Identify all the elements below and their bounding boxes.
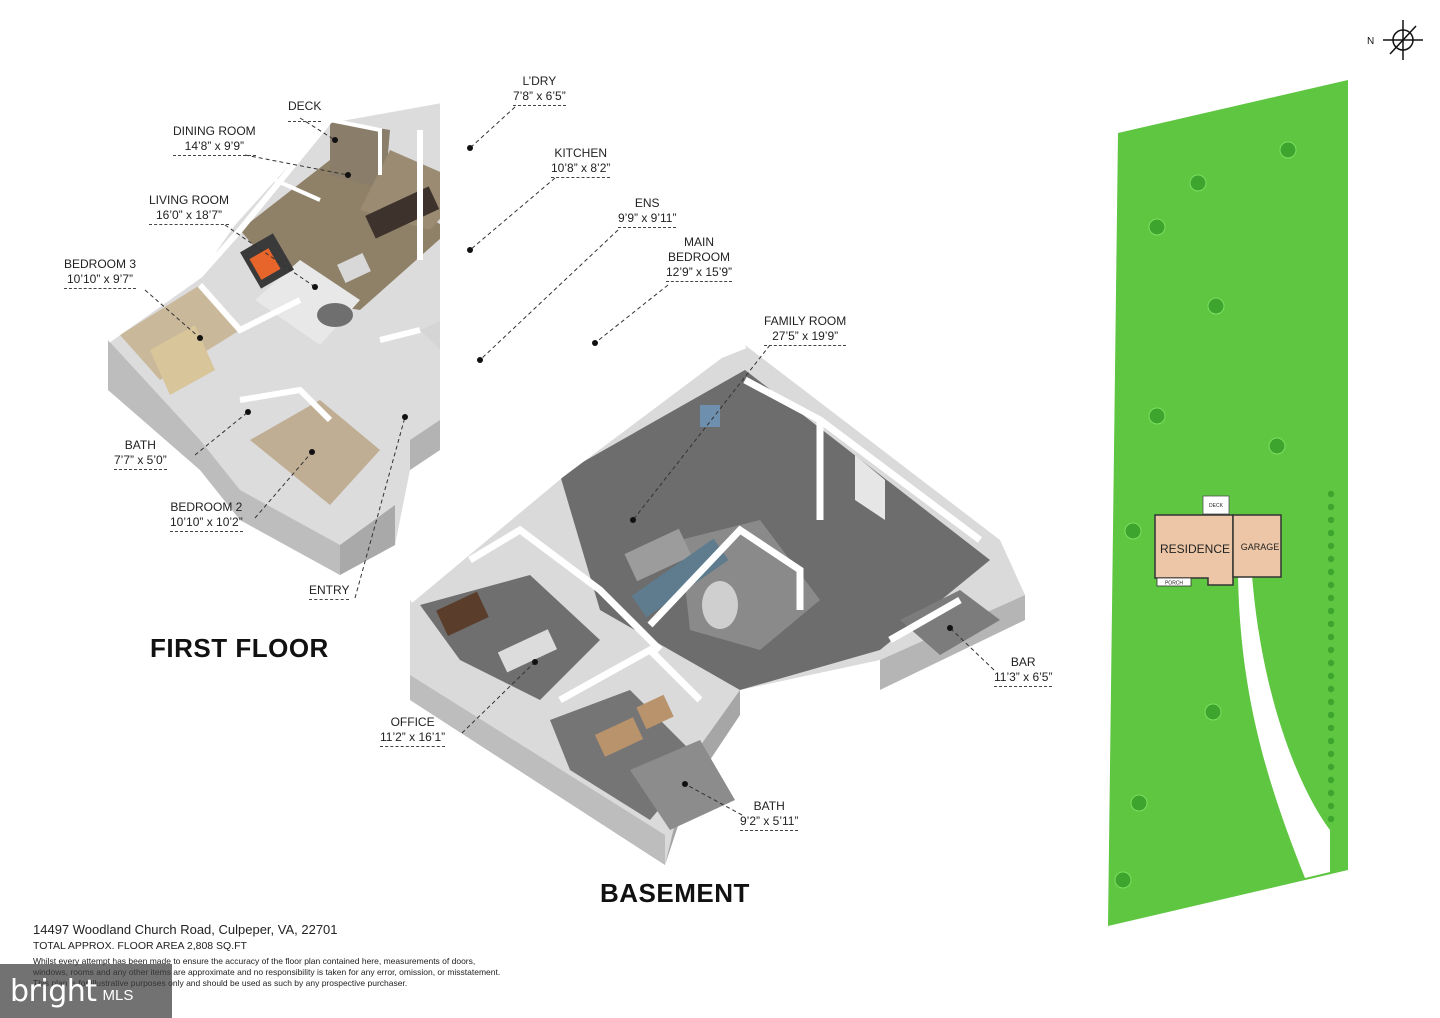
hedge-icon bbox=[1327, 789, 1335, 797]
tree-icon bbox=[1207, 297, 1225, 315]
hedge-icon bbox=[1327, 815, 1335, 823]
tree-icon bbox=[1124, 522, 1142, 540]
hedge-icon bbox=[1327, 581, 1335, 589]
label-dining-room: DINING ROOM 14’8” x 9’9” bbox=[173, 124, 256, 156]
bright-mls-watermark: bright MLS bbox=[0, 964, 172, 1018]
site-garage bbox=[1232, 514, 1282, 578]
tree-icon bbox=[1148, 218, 1166, 236]
label-bedroom-3: BEDROOM 3 10’10” x 9’7” bbox=[64, 257, 137, 289]
hedge-icon bbox=[1327, 503, 1335, 511]
hedge-icon bbox=[1327, 711, 1335, 719]
label-kitchen: KITCHEN 10’8” x 8’2” bbox=[551, 146, 611, 178]
hedge-icon bbox=[1327, 594, 1335, 602]
tree-icon bbox=[1130, 794, 1148, 812]
site-plan: N DECK PORCH RESIDENCE GARAGE bbox=[1108, 20, 1423, 926]
hedge-icon bbox=[1327, 555, 1335, 563]
disclaimer-line-2: windows, rooms and any other items are a… bbox=[33, 967, 501, 977]
tree-icon bbox=[1189, 174, 1207, 192]
hedge-icon bbox=[1327, 750, 1335, 758]
hedge-icon bbox=[1327, 620, 1335, 628]
hedge-icon bbox=[1327, 490, 1335, 498]
label-main-bedroom: MAIN BEDROOM 12’9” x 15’9” bbox=[666, 235, 733, 282]
hedge-icon bbox=[1327, 698, 1335, 706]
hedge-icon bbox=[1327, 737, 1335, 745]
tree-icon bbox=[1114, 871, 1132, 889]
tree-icon bbox=[1268, 437, 1286, 455]
watermark-suffix: MLS bbox=[102, 986, 134, 1004]
hedge-icon bbox=[1327, 607, 1335, 615]
total-floor-area: TOTAL APPROX. FLOOR AREA 2,808 SQ.FT bbox=[33, 940, 247, 952]
first-floor-plan bbox=[106, 97, 440, 575]
basement-plan bbox=[407, 341, 1025, 865]
tree-icon bbox=[1204, 703, 1222, 721]
hedge-icon bbox=[1327, 724, 1335, 732]
label-ensuite: ENS 9’9” x 9’11” bbox=[618, 196, 677, 228]
disclaimer-line-1: Whilst every attempt has been made to en… bbox=[33, 956, 476, 966]
label-living-room: LIVING ROOM 16’0” x 18’7” bbox=[149, 193, 230, 225]
hedge-icon bbox=[1327, 646, 1335, 654]
label-leader-lines bbox=[144, 106, 995, 816]
hedge-icon bbox=[1327, 659, 1335, 667]
watermark-brand: bright bbox=[10, 973, 97, 1009]
site-deck-label: DECK bbox=[1209, 503, 1224, 509]
label-deck: DECK bbox=[288, 99, 322, 122]
site-porch bbox=[1156, 577, 1192, 587]
hedge-icon bbox=[1327, 633, 1335, 641]
tree-icon bbox=[1148, 407, 1166, 425]
hedge-icon bbox=[1327, 763, 1335, 771]
label-office: OFFICE 11’2” x 16’1” bbox=[380, 715, 446, 747]
hedge-icon bbox=[1327, 776, 1335, 784]
disclaimer-line-3: This plan is for illustrative purposes o… bbox=[33, 978, 408, 988]
north-label: N bbox=[1367, 36, 1374, 47]
north-compass-icon bbox=[1383, 20, 1423, 60]
site-driveway bbox=[1238, 575, 1330, 878]
basement-title: BASEMENT bbox=[600, 878, 750, 908]
hedge-icon bbox=[1327, 542, 1335, 550]
site-deck bbox=[1202, 495, 1230, 515]
site-residence-label: RESIDENCE bbox=[1160, 542, 1230, 556]
hedge-icon bbox=[1327, 685, 1335, 693]
label-bath-basement: BATH 9’2” x 5’11” bbox=[740, 799, 799, 831]
label-entry: ENTRY bbox=[309, 583, 350, 600]
label-bar: BAR 11’3” x 6’5” bbox=[994, 655, 1053, 687]
tree-icon bbox=[1279, 141, 1297, 159]
hedge-icon bbox=[1327, 672, 1335, 680]
site-trees bbox=[1114, 141, 1297, 889]
label-bedroom-2: BEDROOM 2 10’10” x 10’2” bbox=[170, 500, 243, 532]
label-family-room: FAMILY ROOM 27’5” x 19’9” bbox=[764, 314, 847, 346]
hedge-icon bbox=[1327, 568, 1335, 576]
label-laundry: L’DRY 7’8” x 6’5” bbox=[513, 74, 566, 106]
hedge-icon bbox=[1327, 529, 1335, 537]
site-porch-label: PORCH bbox=[1165, 581, 1183, 587]
first-floor-title: FIRST FLOOR bbox=[150, 633, 329, 663]
site-garage-label: GARAGE bbox=[1241, 542, 1280, 552]
label-bath-first-floor: BATH 7’7” x 5’0” bbox=[114, 438, 167, 470]
hedge-icon bbox=[1327, 516, 1335, 524]
hedge-icon bbox=[1327, 802, 1335, 810]
property-address: 14497 Woodland Church Road, Culpeper, VA… bbox=[33, 922, 338, 937]
